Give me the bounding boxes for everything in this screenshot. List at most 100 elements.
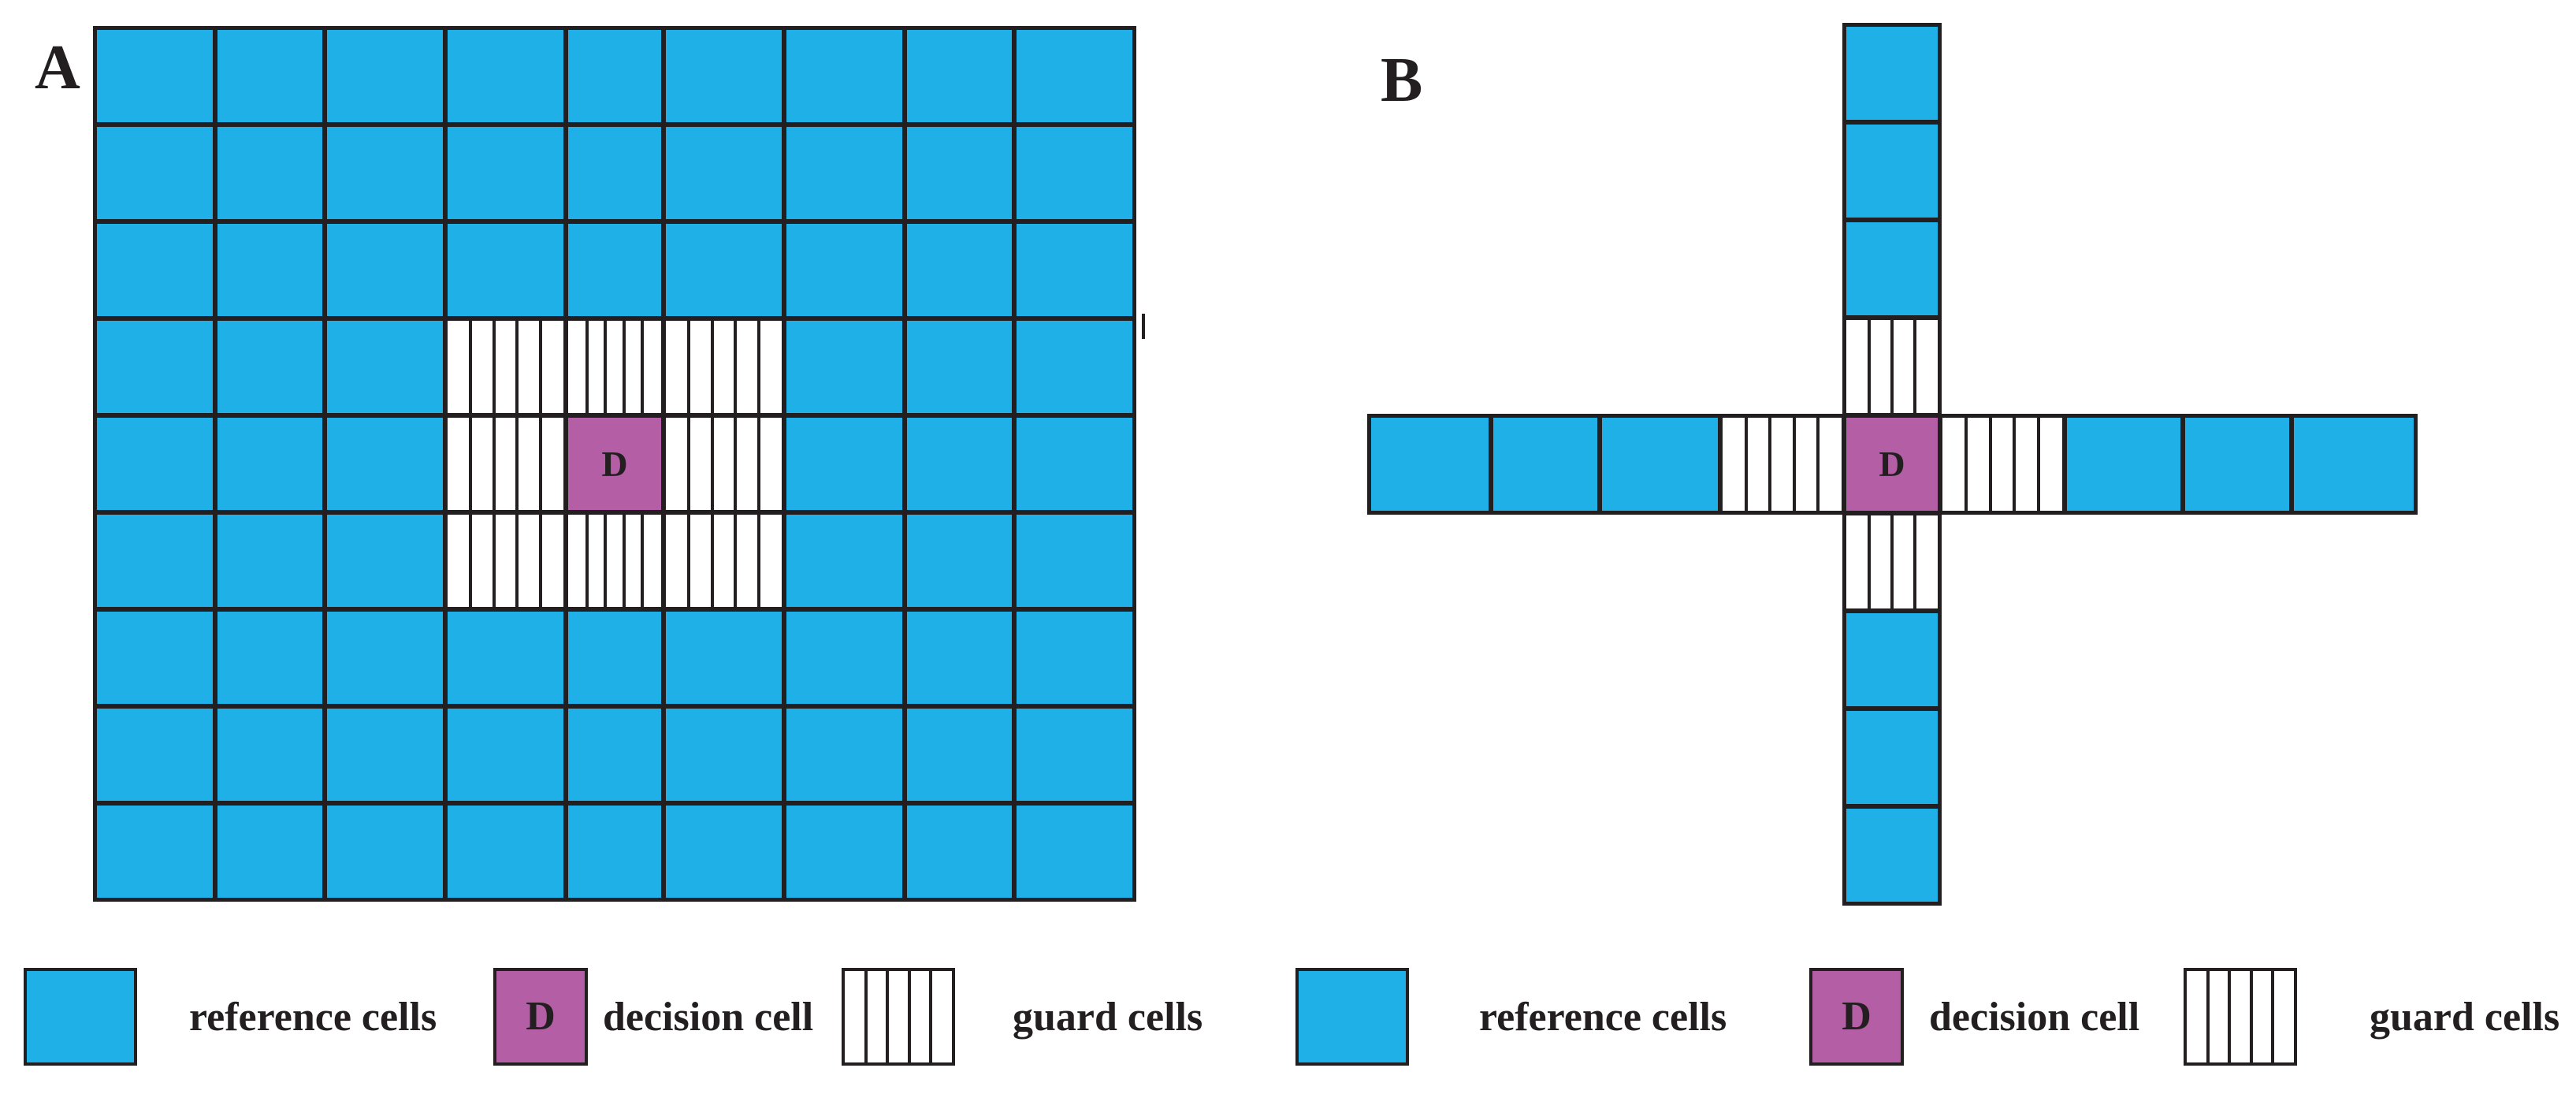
reference-cell (1844, 611, 1940, 709)
legend-label-decision: decision cell (603, 994, 814, 1040)
panel-a-label: A (35, 33, 80, 102)
reference-cell (1014, 221, 1135, 318)
reference-cell (325, 512, 445, 609)
guard-hatch-line (756, 515, 760, 607)
guard-hatch-line (538, 515, 542, 607)
guard-hatch-line (492, 321, 496, 413)
reference-cell (1014, 609, 1135, 706)
guard-hatch-line (1913, 515, 1916, 608)
guard-cell (445, 512, 566, 609)
guard-hatch-line (1868, 320, 1871, 413)
guard-hatch-line (907, 971, 911, 1062)
reference-cell (445, 28, 566, 125)
guard-hatch-line (604, 321, 608, 413)
guard-hatch-line (604, 515, 608, 607)
guard-cell (445, 415, 566, 512)
guard-hatch-line (622, 321, 626, 413)
guard-hatch-line (1745, 418, 1749, 511)
reference-cell (905, 318, 1014, 415)
guard-hatch-line (515, 418, 519, 510)
reference-cell (325, 28, 445, 125)
reference-cell (566, 125, 664, 221)
guard-hatch-line (469, 321, 473, 413)
stray-mark (1142, 314, 1145, 339)
reference-cell (445, 125, 566, 221)
reference-cell (784, 28, 905, 125)
panel-b-label: B (1381, 46, 1423, 115)
guard-hatch-line (641, 321, 645, 413)
guard-cell (445, 318, 566, 415)
guard-hatch-line (710, 418, 714, 510)
guard-hatch-line (756, 321, 760, 413)
guard-hatch-line (585, 515, 589, 607)
legend-label-reference: reference cells (1479, 994, 1727, 1040)
guard-hatch-line (2036, 418, 2040, 511)
guard-hatch-line (710, 515, 714, 607)
reference-cell (215, 125, 325, 221)
reference-cell (905, 415, 1014, 512)
guard-hatch-line (469, 418, 473, 510)
reference-cell (905, 609, 1014, 706)
legend-swatch-reference (24, 968, 137, 1066)
reference-cell (664, 609, 784, 706)
reference-cell (784, 706, 905, 803)
guard-hatch-line (641, 515, 645, 607)
legend-decision-letter: D (526, 994, 556, 1039)
guard-hatch-line (538, 321, 542, 413)
guard-cell (1720, 415, 1844, 513)
reference-cell (1014, 28, 1135, 125)
reference-cell (215, 609, 325, 706)
reference-cell (215, 415, 325, 512)
reference-cell (325, 706, 445, 803)
decision-cell: D (566, 415, 664, 512)
legend-label-decision: decision cell (1929, 994, 2140, 1040)
guard-hatch-line (585, 321, 589, 413)
guard-hatch-line (756, 418, 760, 510)
reference-cell (784, 512, 905, 609)
guard-hatch-line (734, 418, 738, 510)
guard-hatch-line (1890, 515, 1894, 608)
legend-decision-letter: D (1842, 994, 1872, 1039)
guard-hatch-line (734, 515, 738, 607)
reference-cell (905, 706, 1014, 803)
guard-cell (566, 318, 664, 415)
reference-cell (784, 318, 905, 415)
reference-cell (1014, 803, 1135, 900)
guard-hatch-line (710, 321, 714, 413)
guard-hatch-line (687, 515, 691, 607)
guard-cell (566, 512, 664, 609)
reference-cell (445, 609, 566, 706)
reference-cell (215, 803, 325, 900)
reference-cell (905, 803, 1014, 900)
reference-cell (905, 221, 1014, 318)
reference-cell (664, 28, 784, 125)
legend-swatch-guard (2184, 968, 2297, 1066)
guard-hatch-line (928, 971, 932, 1062)
guard-cell (664, 512, 784, 609)
reference-cell (95, 318, 215, 415)
reference-cell (905, 512, 1014, 609)
guard-hatch-line (538, 418, 542, 510)
reference-cell (215, 706, 325, 803)
guard-cell (664, 415, 784, 512)
guard-hatch-line (2249, 971, 2253, 1062)
guard-hatch-line (1792, 418, 1796, 511)
reference-cell (325, 221, 445, 318)
reference-cell (664, 221, 784, 318)
guard-hatch-line (1768, 418, 1772, 511)
reference-cell (905, 28, 1014, 125)
guard-hatch-line (734, 321, 738, 413)
reference-cell (215, 221, 325, 318)
reference-cell (325, 125, 445, 221)
legend-label-guard: guard cells (2370, 994, 2560, 1040)
decision-cell-letter: D (601, 443, 628, 484)
guard-hatch-line (515, 515, 519, 607)
reference-cell (566, 609, 664, 706)
guard-cell (664, 318, 784, 415)
reference-cell (1014, 706, 1135, 803)
reference-cell (325, 415, 445, 512)
reference-cell (784, 803, 905, 900)
